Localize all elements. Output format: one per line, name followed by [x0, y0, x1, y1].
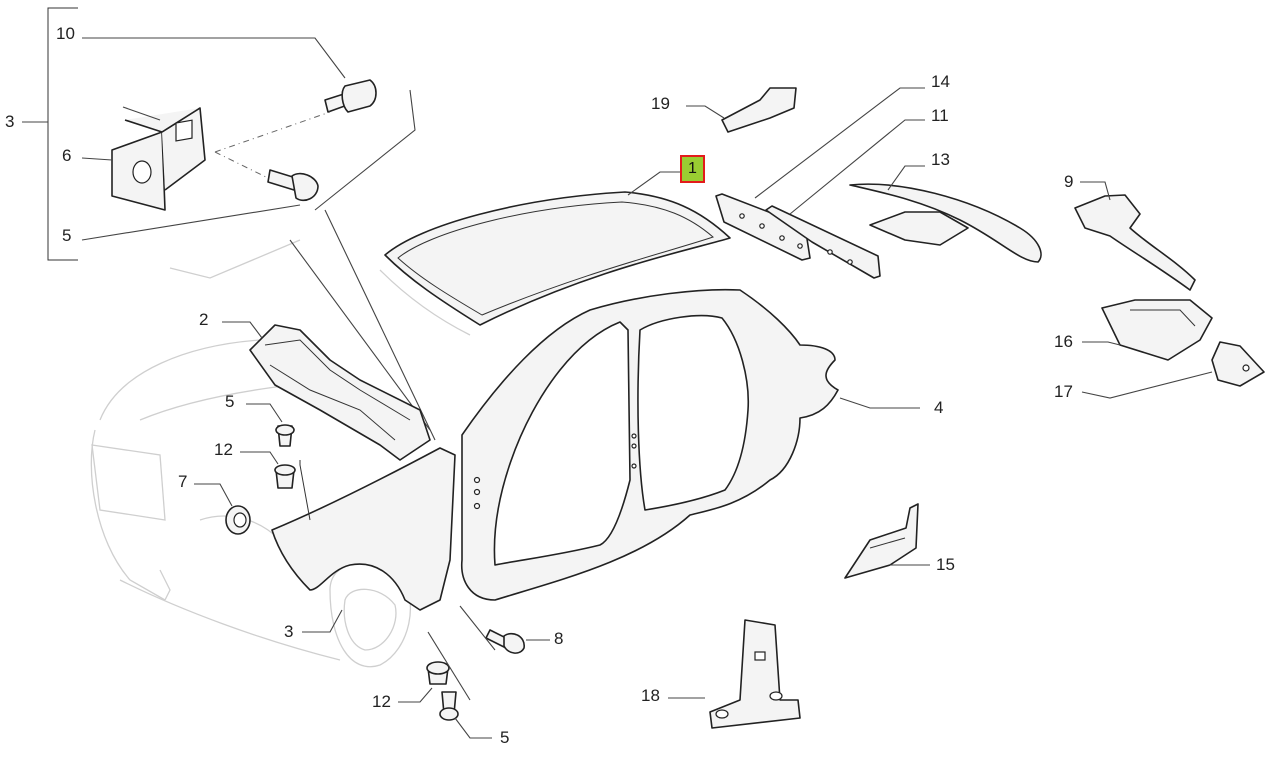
bolt-part[interactable] — [81, 169, 319, 241]
bracket-part-small[interactable] — [1081, 341, 1265, 399]
leader-line — [314, 89, 416, 211]
hinge-bracket-part[interactable] — [81, 106, 206, 211]
gusset-part[interactable] — [686, 87, 797, 133]
roof-panel-part[interactable] — [384, 171, 731, 326]
callout-9[interactable]: 9 — [1064, 172, 1074, 191]
leader-line — [324, 209, 436, 441]
callout-11[interactable]: 11 — [931, 106, 949, 125]
callout-3[interactable]: 3 — [284, 622, 294, 641]
grommet-part[interactable] — [194, 483, 251, 535]
nut-part[interactable] — [240, 451, 296, 489]
callout-14[interactable]: 14 — [931, 72, 950, 91]
callout-18[interactable]: 18 — [641, 686, 660, 705]
callout-17[interactable]: 17 — [1054, 382, 1073, 401]
front-fender-part[interactable] — [271, 447, 456, 633]
nut-part[interactable] — [398, 661, 450, 703]
leader-line — [289, 239, 431, 431]
callout-5[interactable]: 5 — [500, 728, 510, 747]
callout-12[interactable]: 12 — [372, 692, 391, 711]
pin-part[interactable] — [459, 605, 550, 654]
callout-12[interactable]: 12 — [214, 440, 233, 459]
bolt-part[interactable] — [82, 37, 377, 181]
callout-16[interactable]: 16 — [1054, 332, 1073, 351]
callout-19[interactable]: 19 — [651, 94, 670, 113]
callout-5[interactable]: 5 — [225, 392, 235, 411]
callout-1-highlighted[interactable]: 1 — [680, 155, 705, 183]
callout-10[interactable]: 10 — [56, 24, 75, 43]
callout-7[interactable]: 7 — [178, 472, 188, 491]
callout-2[interactable]: 2 — [199, 310, 209, 329]
bracket-group-3 — [22, 7, 78, 261]
callout-6[interactable]: 6 — [62, 146, 72, 165]
mounting-bracket-part[interactable] — [668, 619, 801, 729]
callout-13[interactable]: 13 — [931, 150, 950, 169]
callout-5[interactable]: 5 — [62, 226, 72, 245]
body-side-panel-part[interactable] — [460, 288, 920, 601]
roof-rail-part[interactable] — [715, 87, 925, 279]
rear-header-part[interactable] — [849, 165, 1042, 263]
pillar-reinforcement-part[interactable] — [1074, 181, 1196, 291]
reinforcement-part[interactable] — [844, 503, 930, 579]
callout-4[interactable]: 4 — [934, 398, 944, 417]
cross-member-part[interactable] — [222, 321, 431, 461]
callout-8[interactable]: 8 — [554, 629, 564, 648]
callout-15[interactable]: 15 — [936, 555, 955, 574]
wheelhouse-part[interactable] — [1082, 299, 1213, 361]
callout-3[interactable]: 3 — [5, 112, 15, 131]
screw-part[interactable] — [427, 631, 492, 739]
screw-part[interactable] — [246, 403, 295, 447]
